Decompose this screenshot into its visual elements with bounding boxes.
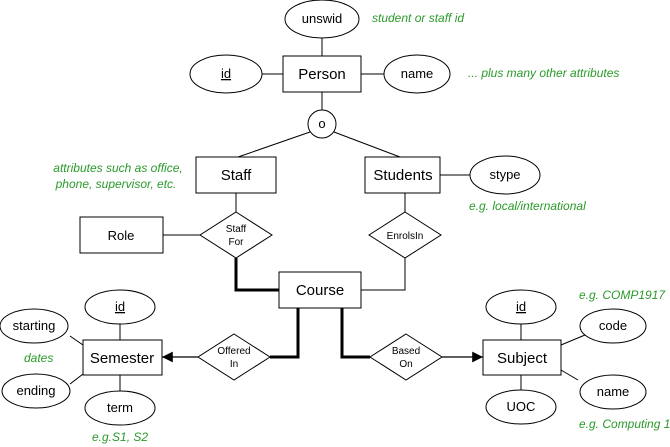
note-code: e.g. COMP1917 bbox=[579, 288, 666, 302]
attribute-unswid[interactable]: unswid bbox=[284, 0, 360, 39]
specialization-label: o bbox=[318, 116, 325, 131]
note-unswid: student or staff id bbox=[372, 11, 464, 25]
attribute-code[interactable]: code bbox=[579, 308, 647, 344]
attribute-ending[interactable]: ending bbox=[1, 373, 71, 409]
line-course-basedon-bold bbox=[340, 308, 370, 359]
entity-role-label: Role bbox=[108, 228, 135, 243]
entity-course[interactable]: Course bbox=[278, 271, 362, 309]
attribute-person-id[interactable]: id bbox=[189, 54, 263, 94]
entity-person-label: Person bbox=[298, 66, 346, 83]
attribute-starting[interactable]: starting bbox=[0, 308, 69, 344]
relationship-enrols-in[interactable]: EnrolsIn bbox=[368, 211, 442, 259]
entity-subject[interactable]: Subject bbox=[482, 339, 562, 376]
line-isa-staff bbox=[237, 131, 311, 158]
entity-staff[interactable]: Staff bbox=[195, 156, 277, 194]
line-course-offeredin-bold bbox=[270, 308, 300, 359]
relationship-offered-in[interactable]: Offered In bbox=[197, 333, 271, 381]
note-person-attrs: ... plus many other attributes bbox=[468, 66, 619, 80]
line-subject-name bbox=[560, 369, 579, 381]
line-stafffor-course-bold bbox=[234, 258, 279, 292]
relationship-based-on[interactable]: Based On bbox=[369, 333, 443, 381]
line-isa-students bbox=[333, 131, 401, 158]
attribute-semester-id-label: id bbox=[115, 299, 125, 314]
attribute-person-name[interactable]: name bbox=[383, 54, 451, 94]
relationship-based-on-line2: On bbox=[399, 359, 412, 370]
attribute-stype-label: stype bbox=[489, 167, 520, 182]
attribute-uoc[interactable]: UOC bbox=[485, 389, 557, 425]
line-enrolsin-course bbox=[361, 258, 406, 291]
connector-lines bbox=[69, 38, 586, 391]
line-semester-starting bbox=[69, 335, 84, 346]
entity-students-label: Students bbox=[373, 167, 432, 184]
relationship-staff-for-line2: For bbox=[229, 237, 245, 248]
relationship-staff-for[interactable]: Staff For bbox=[199, 211, 273, 259]
attribute-starting-label: starting bbox=[13, 318, 56, 333]
attribute-subject-name-label: name bbox=[597, 384, 630, 399]
relationship-enrols-in-label: EnrolsIn bbox=[387, 231, 424, 242]
entity-semester-label: Semester bbox=[90, 350, 154, 367]
relationship-offered-in-line1: Offered bbox=[217, 346, 250, 357]
attribute-subject-id-label: id bbox=[516, 299, 526, 314]
attribute-subject-name[interactable]: name bbox=[579, 374, 647, 410]
entity-person[interactable]: Person bbox=[282, 55, 362, 93]
attribute-term-label: term bbox=[107, 400, 133, 415]
attribute-unswid-label: unswid bbox=[302, 11, 342, 26]
attribute-term[interactable]: term bbox=[84, 390, 156, 426]
relationship-offered-in-line2: In bbox=[230, 359, 238, 370]
entity-role[interactable]: Role bbox=[79, 216, 164, 254]
attribute-uoc-label: UOC bbox=[507, 399, 536, 414]
attribute-stype[interactable]: stype bbox=[469, 155, 541, 195]
note-name: e.g. Computing 1 bbox=[579, 417, 670, 431]
attribute-semester-id[interactable]: id bbox=[84, 289, 156, 325]
note-term: e.g.S1, S2 bbox=[92, 430, 148, 444]
note-stype: e.g. local/international bbox=[469, 199, 586, 213]
attribute-subject-id[interactable]: id bbox=[485, 289, 557, 325]
total-participation-lines bbox=[234, 258, 370, 359]
note-dates: dates bbox=[24, 351, 53, 365]
line-subject-code bbox=[560, 334, 586, 346]
annotations: student or staff id ... plus many other … bbox=[24, 11, 670, 444]
relationship-staff-for-line1: Staff bbox=[226, 224, 247, 235]
note-staff-attrs-line2: phone, supervisor, etc. bbox=[55, 177, 177, 191]
specialization-circle[interactable]: o bbox=[307, 109, 337, 139]
entity-staff-label: Staff bbox=[221, 167, 252, 184]
entity-subject-label: Subject bbox=[497, 350, 548, 367]
attribute-person-id-label: id bbox=[221, 66, 231, 81]
line-semester-ending bbox=[69, 373, 84, 385]
entity-students[interactable]: Students bbox=[364, 156, 441, 194]
entity-course-label: Course bbox=[296, 282, 344, 299]
relationship-based-on-line1: Based bbox=[392, 346, 420, 357]
note-staff-attrs-line1: attributes such as office, bbox=[53, 161, 182, 175]
attribute-code-label: code bbox=[599, 318, 627, 333]
entity-semester[interactable]: Semester bbox=[82, 339, 163, 376]
attribute-ending-label: ending bbox=[16, 383, 55, 398]
attribute-person-name-label: name bbox=[401, 66, 434, 81]
